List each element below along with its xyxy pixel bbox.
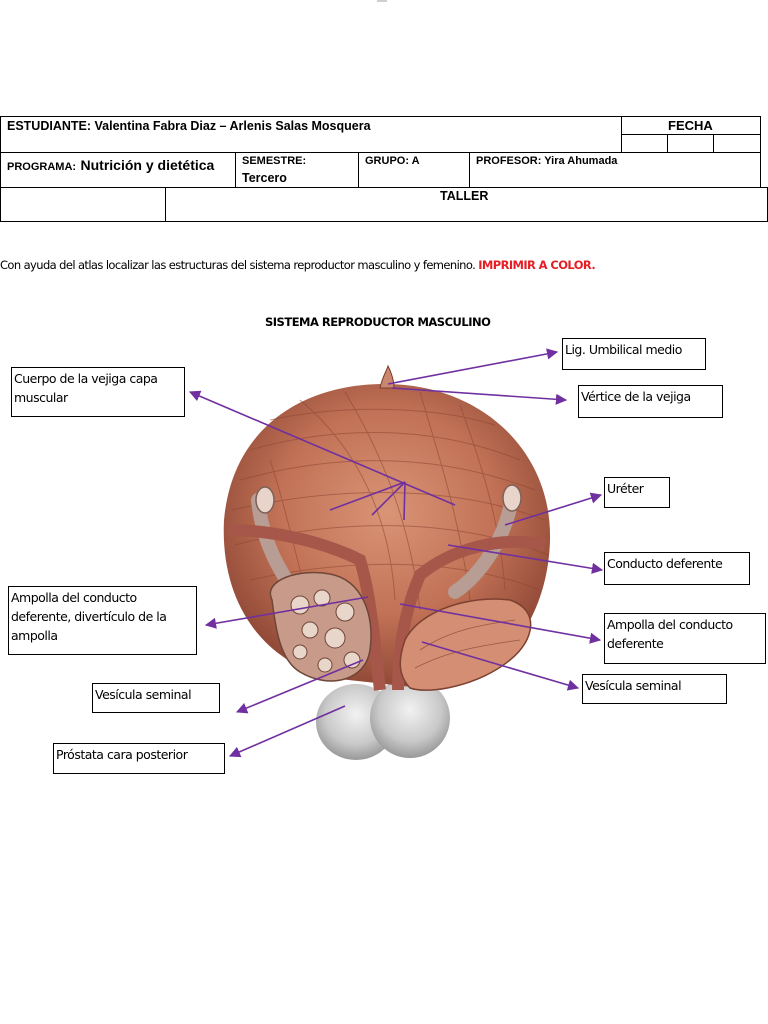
semester-value: Tercero (242, 171, 287, 185)
student-value: Valentina Fabra Diaz – Arlenis Salas Mos… (94, 119, 371, 133)
figure-title: SISTEMA REPRODUCTOR MASCULINO (265, 315, 491, 329)
arrow-vesicula-right (421, 641, 580, 691)
prostate (316, 678, 450, 760)
seminal-vesicle-left (269, 571, 372, 682)
professor-label: PROFESOR: Yira Ahumada (476, 155, 618, 167)
label-vesicula-right: Vesícula seminal (582, 674, 727, 704)
label-ureter: Uréter (604, 477, 670, 508)
label-conducto: Conducto deferente (604, 552, 750, 585)
program-value: Nutrición y dietética (80, 157, 215, 173)
label-lig-umbilical: Lig. Umbilical medio (562, 338, 706, 370)
label-ampolla-left: Ampolla del conducto deferente, divertíc… (8, 586, 197, 655)
label-arrows (188, 348, 604, 758)
date-label: FECHA (668, 118, 713, 133)
print-color-note: IMPRIMIR A COLOR. (478, 258, 596, 272)
arrow-vertice (391, 387, 568, 405)
instructions-text: Con ayuda del atlas localizar las estruc… (0, 258, 476, 272)
program-label: PROGRAMA: (7, 161, 77, 173)
label-vertice: Vértice de la vejiga (578, 385, 723, 418)
arrow-ampolla-left (204, 596, 369, 629)
arrow-vesicula-left (235, 659, 364, 714)
arrow-prostata (228, 705, 346, 758)
page-top-mark (377, 0, 387, 2)
header-table: ESTUDIANTE: Valentina Fabra Diaz – Arlen… (0, 116, 768, 222)
label-prostata: Próstata cara posterior (53, 743, 225, 774)
arrow-ampolla-right (399, 603, 602, 644)
label-vesicula-left: Vesícula seminal (92, 683, 220, 713)
arrow-conducto (447, 544, 604, 574)
arrow-cuerpo-lines (329, 481, 406, 521)
workshop-label: TALLER (440, 189, 489, 203)
semester-label: SEMESTRE: (242, 155, 307, 167)
group-label: GRUPO: A (365, 155, 420, 167)
instructions: Con ayuda del atlas localizar las estruc… (0, 258, 596, 272)
arrow-lig-umbilical (387, 348, 559, 385)
label-cuerpo: Cuerpo de la vejiga capa muscular (11, 367, 185, 417)
vas-deferens (227, 524, 547, 691)
student-label: ESTUDIANTE: (7, 119, 92, 133)
label-ampolla-right: Ampolla del conducto deferente (604, 613, 766, 664)
arrow-ureter (504, 492, 603, 526)
arrow-cuerpo (188, 390, 456, 506)
